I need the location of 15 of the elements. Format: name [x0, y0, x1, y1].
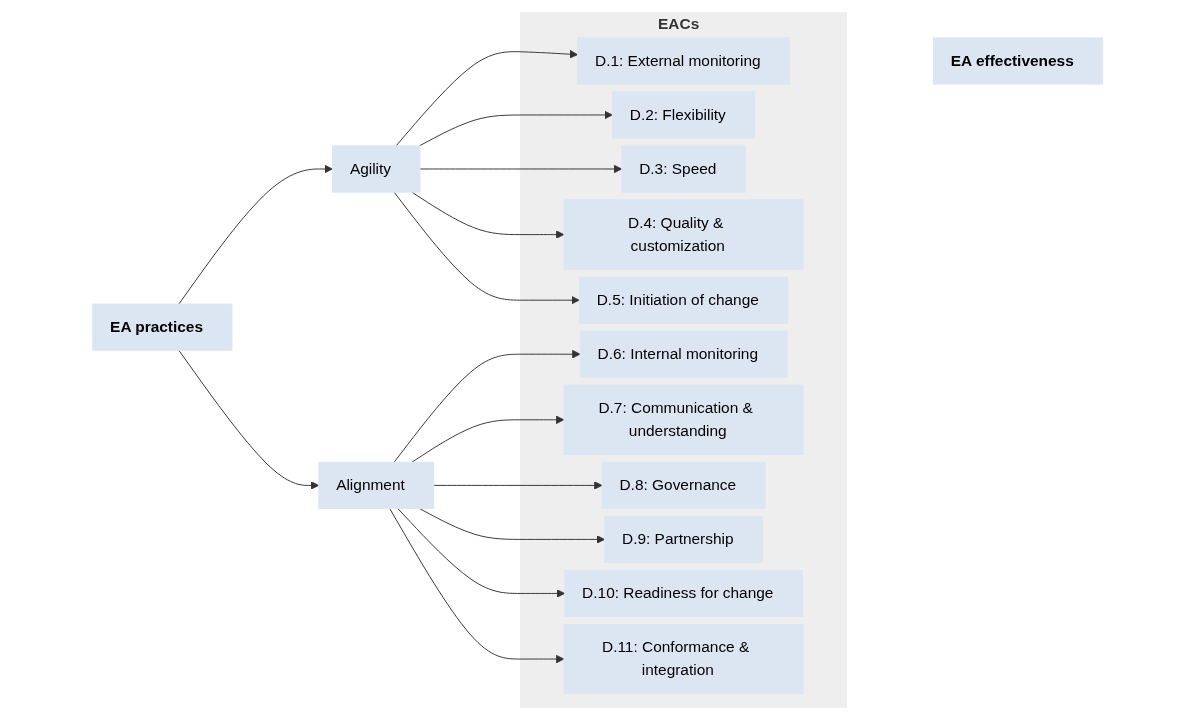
node-box: D.9: Partnership: [604, 515, 764, 564]
node-box: D.11: Conformance & integration: [563, 623, 804, 695]
node-box: D.3: Speed: [621, 145, 747, 193]
node-box: EA practices: [92, 303, 233, 351]
node-box: D.5: Initiation of change: [579, 276, 789, 324]
node-box: Alignment: [318, 461, 435, 510]
node-box: D.8: Governance: [601, 461, 766, 510]
node-box: D.10: Readiness for change: [564, 569, 804, 618]
node-box: EA effectiveness: [933, 37, 1104, 85]
node-box: D.1: External monitoring: [577, 37, 791, 85]
node-box: D.7: Communication & understanding: [563, 384, 804, 455]
node-box: D.4: Quality & customization: [563, 199, 804, 270]
node-box: D.6: Internal monitoring: [580, 330, 788, 378]
node-box: Agility: [332, 145, 421, 193]
node-box: D.2: Flexibility: [612, 91, 756, 139]
